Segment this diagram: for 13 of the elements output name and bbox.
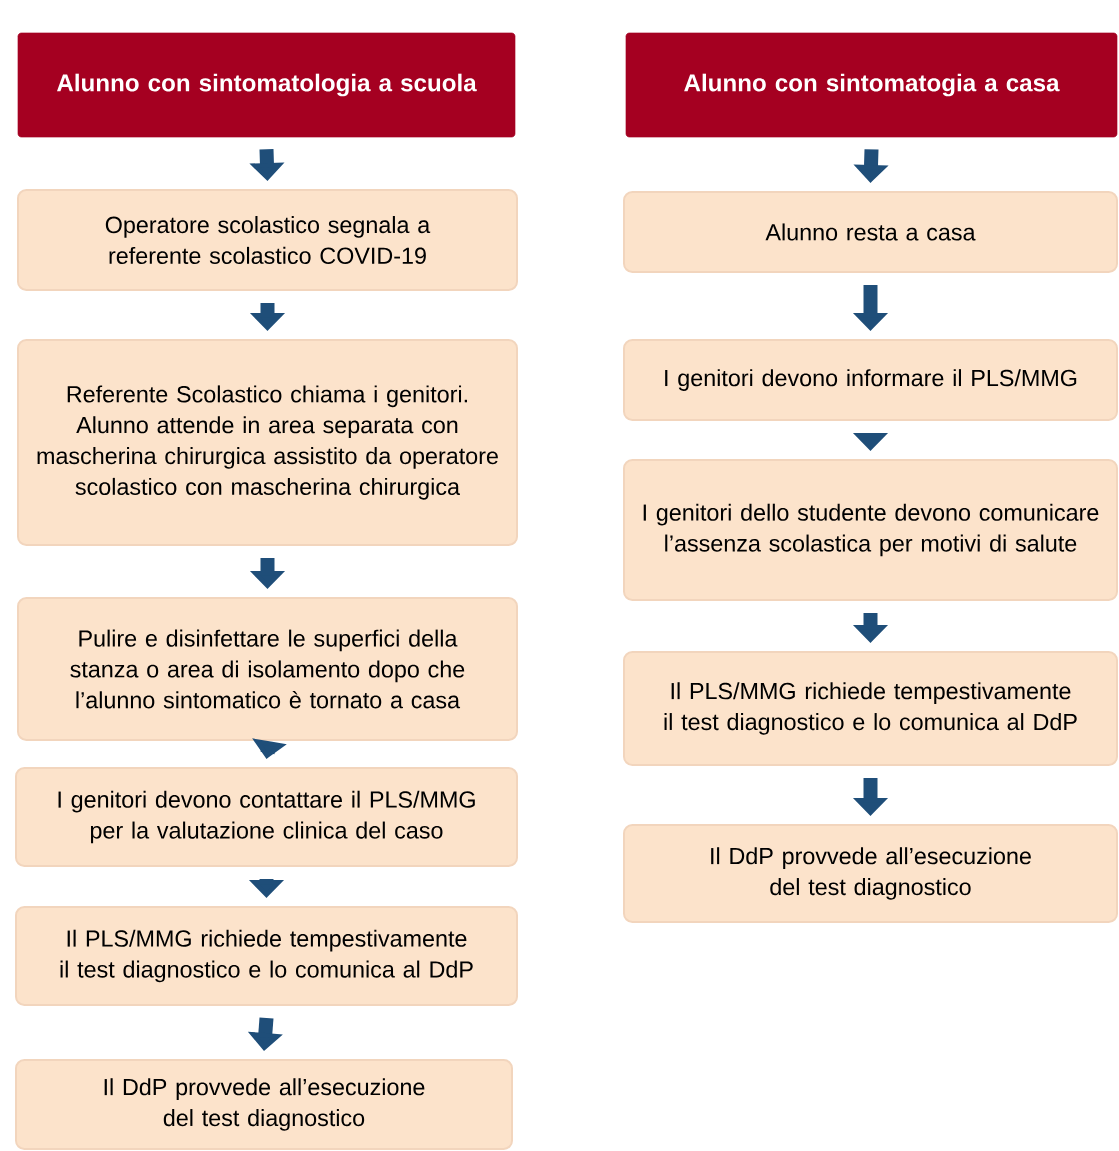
process-box: I genitori devono contattare il PLS/MMG per la valutazione clinica del caso	[15, 767, 518, 867]
process-box: Alunno resta a casa	[623, 191, 1118, 273]
header-box: Alunno con sintomatologia a scuola	[17, 32, 516, 138]
process-box: Il DdP provvede all’esecuzione del test diagnostico	[623, 824, 1118, 923]
process-box: Il PLS/MMG richiede tempestivamente il test diagnostico e lo comunica al DdP	[15, 906, 518, 1006]
process-box: I genitori devono informare il PLS/MMG	[623, 339, 1118, 421]
process-box: Il PLS/MMG richiede tempestivamente il test diagnostico e lo comunica al DdP	[623, 651, 1118, 766]
process-box: Pulire e disinfettare le superfici della stanza o area di isolamento dopo che l’alunno sintomatico è tornato a casa	[17, 597, 518, 741]
process-box: Il DdP provvede all’esecuzione del test diagnostico	[15, 1059, 513, 1150]
header-box: Alunno con sintomatogia a casa	[625, 32, 1118, 138]
process-box: Referente Scolastico chiama i genitori. Alunno attende in area separata con mascherina chirurgica assistito da operatore scolastico con mascherina chirurgica	[17, 339, 518, 546]
process-box: I genitori dello studente devono comunicare l’assenza scolastica per motivi di salute	[623, 459, 1118, 601]
process-box: Operatore scolastico segnala a referente scolastico COVID-19	[17, 189, 518, 291]
